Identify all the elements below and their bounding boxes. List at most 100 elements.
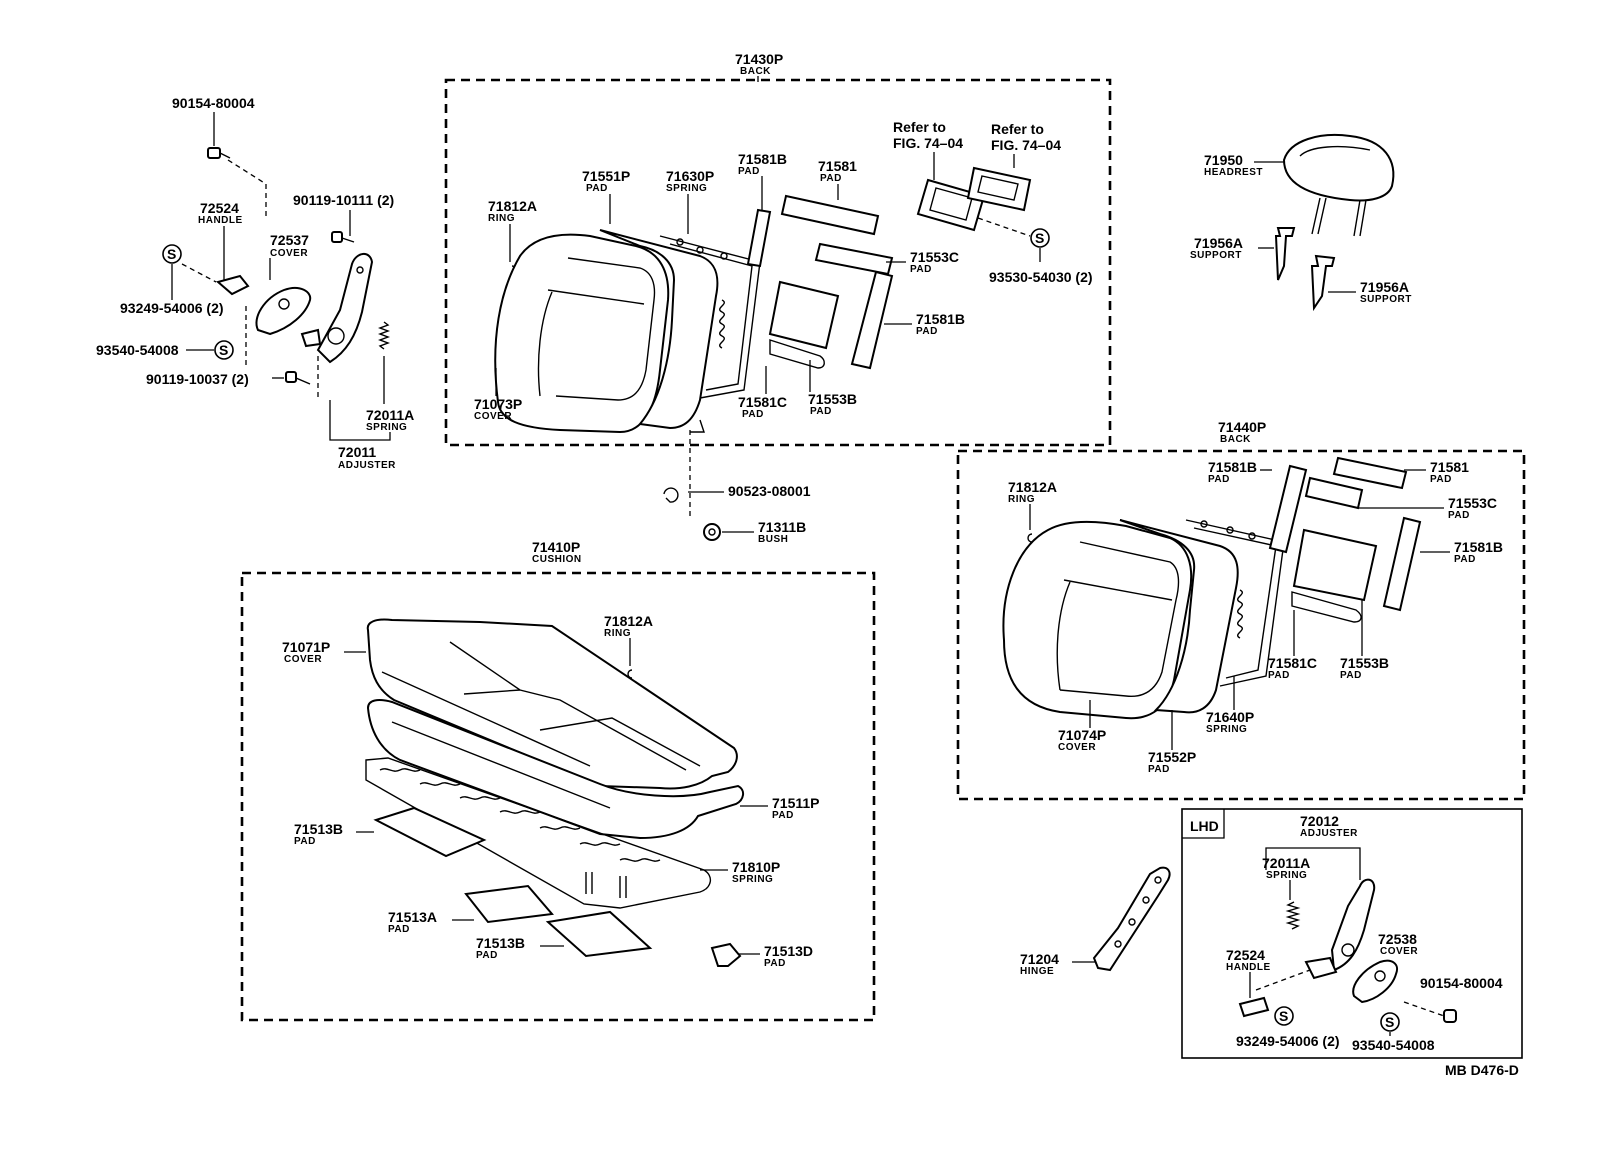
pad-71581-a: [780, 194, 880, 236]
callout-71956a-a-name: SUPPORT: [1190, 250, 1242, 261]
pad-71581-b: [1332, 456, 1408, 490]
callout-71071p-name: COVER: [284, 654, 322, 665]
cushion-71410p-frame: [240, 571, 876, 1022]
cushion-pad-71511p: [366, 699, 744, 840]
callout-72011a-b-name: SPRING: [1266, 870, 1307, 881]
callout-71553b-a: 71553B: [808, 391, 857, 407]
pad-71513a: [464, 884, 554, 924]
callout-71581b-d-name: PAD: [1454, 554, 1476, 565]
cover-72538: [1352, 959, 1398, 1004]
callout-71950-name: HEADREST: [1204, 167, 1263, 178]
callout-71513a: 71513A: [388, 909, 437, 925]
callout-71812a-b: 71812A: [1008, 479, 1057, 495]
callout-72011-name: ADJUSTER: [338, 460, 396, 471]
cushion-71410p-part-no: 71410P: [532, 539, 580, 555]
callout-71581b-b: 71581B: [916, 311, 965, 327]
lhd-title: LHD: [1190, 818, 1219, 834]
callout-71581c-b-name: PAD: [1268, 670, 1290, 681]
back-cover-71074p: [1002, 520, 1193, 720]
callout-71812a-a-name: RING: [488, 213, 515, 224]
callout-71073p: 71073P: [474, 396, 522, 412]
callout-93530-54030: 93530-54030 (2): [989, 269, 1093, 285]
callout-72011a-name: SPRING: [366, 422, 407, 433]
callout-71630p-name: SPRING: [666, 183, 707, 194]
lhd-frame: [1181, 808, 1523, 1059]
callout-71581c-a-name: PAD: [742, 409, 764, 420]
bolt-90119-10111: [331, 231, 355, 243]
callout-71812a-c: 71812A: [604, 613, 653, 629]
callout-72524-b-name: HANDLE: [1226, 962, 1271, 973]
callout-71581c-b: 71581C: [1268, 655, 1317, 671]
callout-71581b-c-name: PAD: [1208, 474, 1230, 485]
back-71430p-group: 71812A RING 71551P PAD 71630P SPRING 715…: [474, 119, 1093, 434]
callout-71553b-b-name: PAD: [1340, 670, 1362, 681]
callout-71513b-b: 71513B: [476, 935, 525, 951]
callout-71551p-name: PAD: [586, 183, 608, 194]
callout-72538: 72538: [1378, 931, 1417, 947]
svg-text:S: S: [167, 246, 176, 262]
back-71440p-name: BACK: [1220, 434, 1251, 445]
callout-71812a-c-name: RING: [604, 628, 631, 639]
back-71430p-part-no: 71430P: [735, 51, 783, 67]
callout-71073p-name: COVER: [474, 411, 512, 422]
svg-text:S: S: [219, 342, 228, 358]
headrest-group: 71950 HEADREST 71956A SUPPORT 71956A SUP…: [1190, 134, 1412, 312]
callout-71552p: 71552P: [1148, 749, 1196, 765]
callout-71956a-b-name: SUPPORT: [1360, 294, 1412, 305]
spring-72011a-b: [1285, 901, 1301, 930]
pad-71513b-a: [373, 806, 487, 858]
callout-72011: 72011: [338, 444, 376, 460]
callout-90119-10037: 90119-10037 (2): [146, 371, 249, 387]
callout-72012: 72012: [1300, 813, 1339, 829]
callout-71553c-b: 71553C: [1448, 495, 1497, 511]
callout-93249-54006: 93249-54006 (2): [120, 300, 224, 316]
callout-71513b-a-name: PAD: [294, 836, 316, 847]
callout-71553c-a: 71553C: [910, 249, 959, 265]
callout-93540-54008-b: 93540-54008: [1352, 1037, 1435, 1053]
drawing-code: MB D476-D: [1445, 1062, 1519, 1078]
hinge-71204: [1092, 866, 1171, 972]
callout-71513b-b-name: PAD: [476, 950, 498, 961]
pad-71581c-a: [769, 339, 825, 369]
ring-71812a-b: [1027, 533, 1033, 543]
bush-71311b: [703, 523, 721, 541]
callout-71581-b: 71581: [1430, 459, 1469, 475]
callout-93540-54008: 93540-54008: [96, 342, 179, 358]
callout-71074p: 71074P: [1058, 727, 1106, 743]
svg-text:S: S: [1279, 1008, 1288, 1024]
s-marker-93540-b: S: [1380, 1012, 1400, 1032]
s-marker-93540: S: [214, 340, 234, 360]
callout-71553c-b-name: PAD: [1448, 510, 1470, 521]
bolt-90154-80004-b: [1443, 1009, 1457, 1023]
callout-71581b-b-name: PAD: [916, 326, 938, 337]
callout-71311b-name: BUSH: [758, 534, 788, 545]
bolt-90154-80004: [207, 147, 231, 159]
back-pad-71551p: [599, 229, 719, 430]
callout-71640p: 71640P: [1206, 709, 1254, 725]
callout-71513a-name: PAD: [388, 924, 410, 935]
callout-72537-name: COVER: [270, 248, 308, 259]
bolt-90119-10037: [285, 371, 311, 385]
adjuster-plate-72011: [300, 253, 374, 364]
callout-71553c-a-name: PAD: [910, 264, 932, 275]
back-cover-71073p: [494, 233, 670, 434]
callout-71581-a: 71581: [818, 158, 857, 174]
support-71956a-a: [1274, 227, 1296, 281]
back-spring-71630p: [659, 235, 761, 433]
callout-71204: 71204: [1020, 951, 1059, 967]
pad-71553c-b: [1304, 476, 1364, 510]
callout-90523-08001: 90523-08001: [728, 483, 811, 499]
hinge-group: 71204 HINGE: [1020, 866, 1171, 977]
callout-71581b-d: 71581B: [1454, 539, 1503, 555]
pad-71581b-a: [746, 208, 772, 268]
svg-text:S: S: [1035, 230, 1044, 246]
back-spring-71640p: [1185, 519, 1285, 687]
callout-90154-80004: 90154-80004: [172, 95, 255, 111]
callout-71956a-a: 71956A: [1194, 235, 1243, 251]
pad-71553b-a: [768, 280, 840, 350]
refer-b-line2: FIG. 74–04: [991, 137, 1061, 153]
callout-71810p-name: SPRING: [732, 874, 773, 885]
handle-72524-b: [1238, 996, 1270, 1018]
callout-72538-name: COVER: [1380, 946, 1418, 957]
